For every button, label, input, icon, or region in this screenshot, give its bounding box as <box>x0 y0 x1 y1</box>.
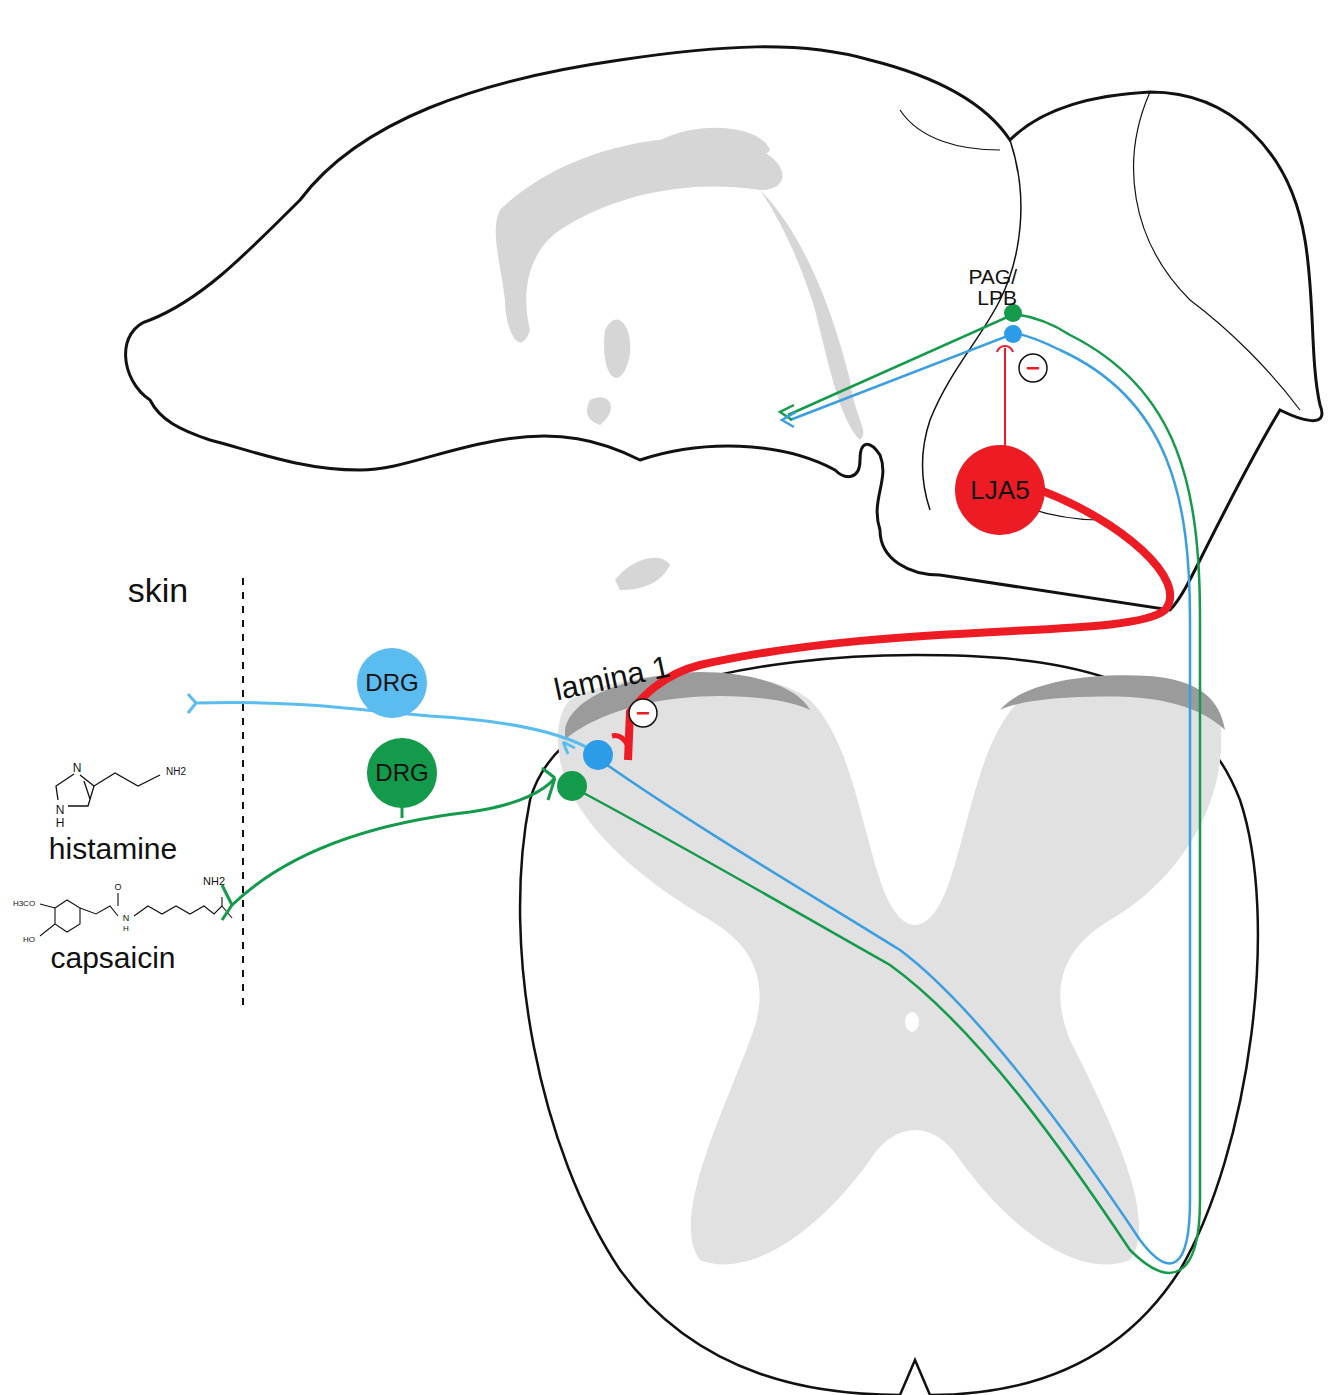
ventricle <box>604 319 630 377</box>
atom-label: N <box>123 914 130 923</box>
central-canal <box>905 1012 919 1032</box>
green-tract <box>578 314 1200 1273</box>
minus-sign: − <box>1026 356 1040 380</box>
fiber-terminal <box>563 742 575 754</box>
inhibition-circle <box>629 699 657 727</box>
lja5-circle: LJA5 <box>955 445 1045 535</box>
capsaicin-structure <box>40 893 232 936</box>
histamine-structure <box>56 773 160 806</box>
compound-name: capsaicin <box>50 943 175 973</box>
atom-label: H3CO <box>13 900 35 908</box>
lja5-spinal-projection <box>628 490 1170 760</box>
brain-outline <box>126 47 1322 610</box>
atom-label: O <box>114 883 121 892</box>
atom-label: NH2 <box>166 767 186 777</box>
atom-label: NH2 <box>203 876 225 887</box>
atom-label: H <box>56 817 65 829</box>
drg-stem <box>401 806 404 818</box>
pituitary <box>615 558 670 590</box>
cerebellum-line <box>1134 92 1300 410</box>
lja5-pag-projection <box>997 346 1013 446</box>
aqueduct <box>760 190 863 440</box>
brain-line <box>900 110 1000 150</box>
ventricle <box>496 138 783 342</box>
arrow-head <box>782 412 796 427</box>
minus-sign: − <box>636 701 650 725</box>
atom-label: N <box>73 762 82 774</box>
fiber-terminal <box>542 768 555 800</box>
atom-label: H <box>123 925 129 933</box>
lamina-neuron-blue <box>583 740 613 770</box>
region-label: PAG/ LPB <box>953 266 1017 308</box>
spinal-cord-outline <box>520 655 1258 1395</box>
region-label: skin <box>128 573 188 607</box>
ventricle <box>587 397 611 425</box>
node-text: DRG <box>375 759 428 787</box>
drg-circle: DRG <box>357 648 426 717</box>
red-terminal <box>612 736 628 746</box>
blue-tract <box>600 333 1190 1263</box>
lamina-neuron-green <box>557 771 587 801</box>
atom-label: N <box>56 804 65 816</box>
pag-neuron-blue <box>1004 325 1022 343</box>
skin-boundary <box>242 578 244 1005</box>
grey-matter <box>558 674 1221 1265</box>
ventricle <box>660 128 770 159</box>
node-text: LJA5 <box>970 475 1029 506</box>
node-text: DRG <box>365 669 418 697</box>
drg-circle: DRG <box>367 738 436 807</box>
inhibition-circle <box>1019 354 1047 382</box>
compound-name: histamine <box>49 834 177 864</box>
atom-label: HO <box>23 936 35 944</box>
